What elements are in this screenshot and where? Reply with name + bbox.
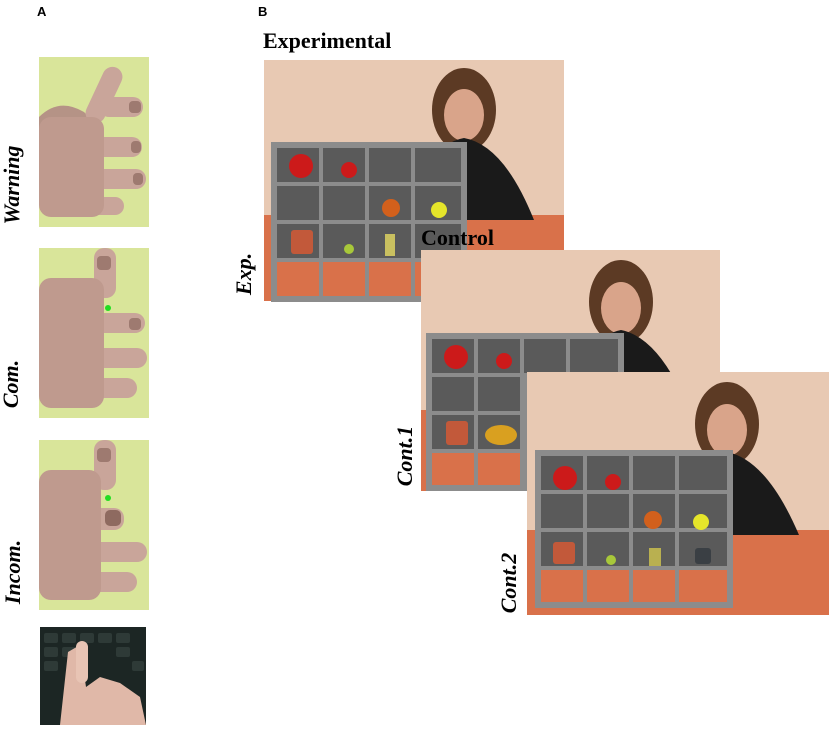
- apple-icon: [444, 345, 468, 369]
- label-exp: Exp.: [231, 252, 256, 296]
- label-cont2: Cont.2: [496, 552, 521, 614]
- keyboard-photo: [40, 627, 146, 725]
- apple-icon: [289, 154, 313, 178]
- apple-icon: [344, 244, 354, 254]
- heading-experimental: Experimental: [263, 28, 392, 53]
- apple-icon: [605, 474, 621, 490]
- shelf-control-1: [426, 333, 624, 491]
- heading-control: Control: [421, 225, 494, 250]
- panel-a-letter: A: [37, 4, 47, 19]
- apple-icon: [606, 555, 616, 565]
- tennis-ball-icon: [431, 202, 447, 218]
- tennis-ball-icon: [693, 514, 709, 530]
- mug-icon: [446, 421, 468, 445]
- label-com: Com.: [0, 359, 23, 409]
- basketball-icon: [644, 511, 662, 529]
- label-warning: Warning: [0, 145, 24, 225]
- mug-icon: [695, 548, 711, 564]
- label-cont1: Cont.1: [392, 425, 417, 487]
- hand-photo-com: [39, 248, 149, 418]
- mug-icon: [291, 230, 313, 254]
- apple-icon: [496, 353, 512, 369]
- shelf-experimental: [271, 142, 467, 302]
- candle-icon: [385, 234, 395, 256]
- hand-photo-warning: [39, 57, 149, 227]
- candle-icon: [649, 548, 661, 566]
- mug-icon: [485, 425, 517, 445]
- label-incom: Incom.: [0, 539, 25, 605]
- apple-icon: [553, 466, 577, 490]
- panel-b-letter: B: [258, 4, 268, 19]
- apple-icon: [341, 162, 357, 178]
- mug-icon: [553, 542, 575, 564]
- basketball-icon: [382, 199, 400, 217]
- hand-photo-incom: [39, 440, 149, 610]
- shelf-control-2: [535, 450, 733, 608]
